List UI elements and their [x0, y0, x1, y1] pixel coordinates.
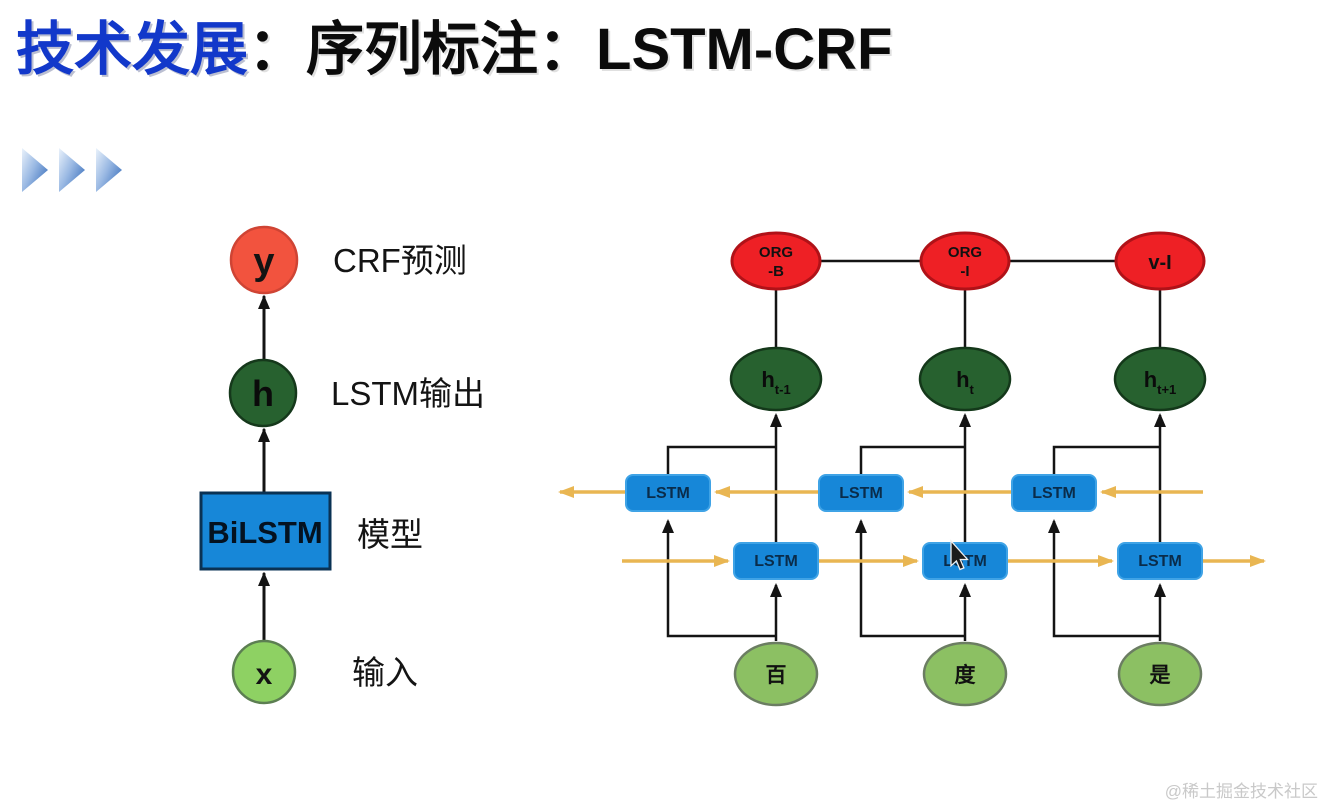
page-title-highlight: 技术发展 — [16, 17, 249, 82]
tag-node-v-i — [1114, 231, 1206, 291]
input-node-2-label: 度 — [955, 663, 976, 687]
lstm-output-node — [228, 358, 298, 428]
backward-lstm-hidden-link — [666, 445, 776, 476]
page-title: 技术发展：序列标注：LSTM-CRF — [16, 18, 892, 82]
lstm-box-forward-2 — [922, 542, 1008, 580]
input-node-3 — [1117, 641, 1203, 707]
lstm-box-backward-3-label: LSTM — [1032, 485, 1076, 502]
bilstm-model-box-label: BiLSTM — [207, 515, 322, 550]
bilstm-model-box — [199, 491, 332, 571]
input-node-2 — [922, 641, 1008, 707]
lstm-box-forward-1-label: LSTM — [754, 553, 798, 570]
backward-lstm-hidden-link — [1052, 445, 1160, 476]
lstm-output-node-label: h — [252, 373, 274, 414]
tag-node-org-b-bottom: -B — [768, 263, 784, 280]
hidden-node-ht-1 — [729, 346, 823, 412]
input-desc: 输入 — [352, 654, 418, 691]
tag-node-org-i-bottom: -I — [960, 263, 969, 280]
lstm-box-backward-1 — [625, 474, 711, 512]
lstm-box-forward-3-label: LSTM — [1138, 553, 1182, 570]
tag-node-org-i — [919, 231, 1011, 291]
input-node — [231, 639, 297, 705]
hidden-node-ht-label: ht — [956, 367, 974, 397]
model-desc: 模型 — [357, 516, 423, 553]
input-node-1-label: 百 — [766, 664, 787, 687]
input-node-1 — [733, 641, 819, 707]
hidden-node-ht+1-label: ht+1 — [1144, 367, 1177, 397]
hidden-node-ht-1-label: ht-1 — [761, 367, 790, 397]
network-diagram: ORG -B ORG -I v-I ht-1 ht ht+1 LSTM LSTM… — [558, 231, 1266, 707]
lstm-box-forward-1 — [733, 542, 819, 580]
input-node-3-label: 是 — [1150, 664, 1171, 687]
lstm-output-desc: LSTM输出 — [331, 375, 485, 412]
lstm-box-forward-3 — [1117, 542, 1203, 580]
tag-node-v-i-label: v-I — [1148, 252, 1171, 274]
mouse-cursor-icon — [950, 539, 969, 571]
crf-output-desc: CRF预测 — [333, 242, 467, 279]
tag-node-org-b-top: ORG — [759, 244, 793, 261]
chevron-row — [22, 148, 133, 192]
hidden-node-ht — [918, 346, 1012, 412]
backward-lstm-hidden-link — [859, 445, 965, 476]
tag-node-org-b — [730, 231, 822, 291]
tag-node-org-i-top: ORG — [948, 244, 982, 261]
hidden-node-ht+1 — [1113, 346, 1207, 412]
input-node-label: x — [256, 658, 273, 691]
lstm-box-backward-2 — [818, 474, 904, 512]
crf-output-node-label: y — [253, 241, 274, 283]
crf-output-node — [229, 225, 299, 295]
lstm-box-forward-2-label: LSTM — [943, 553, 987, 570]
legend-diagram: y CRF预测 h LSTM输出 BiLSTM 模型 x 输入 — [199, 225, 485, 705]
lstm-box-backward-1-label: LSTM — [646, 485, 690, 502]
page-title-rest: ：序列标注：LSTM-CRF — [248, 17, 893, 82]
watermark: @稀土掘金技术社区 — [1164, 782, 1318, 801]
lstm-box-backward-2-label: LSTM — [839, 485, 883, 502]
lstm-box-backward-3 — [1011, 474, 1097, 512]
